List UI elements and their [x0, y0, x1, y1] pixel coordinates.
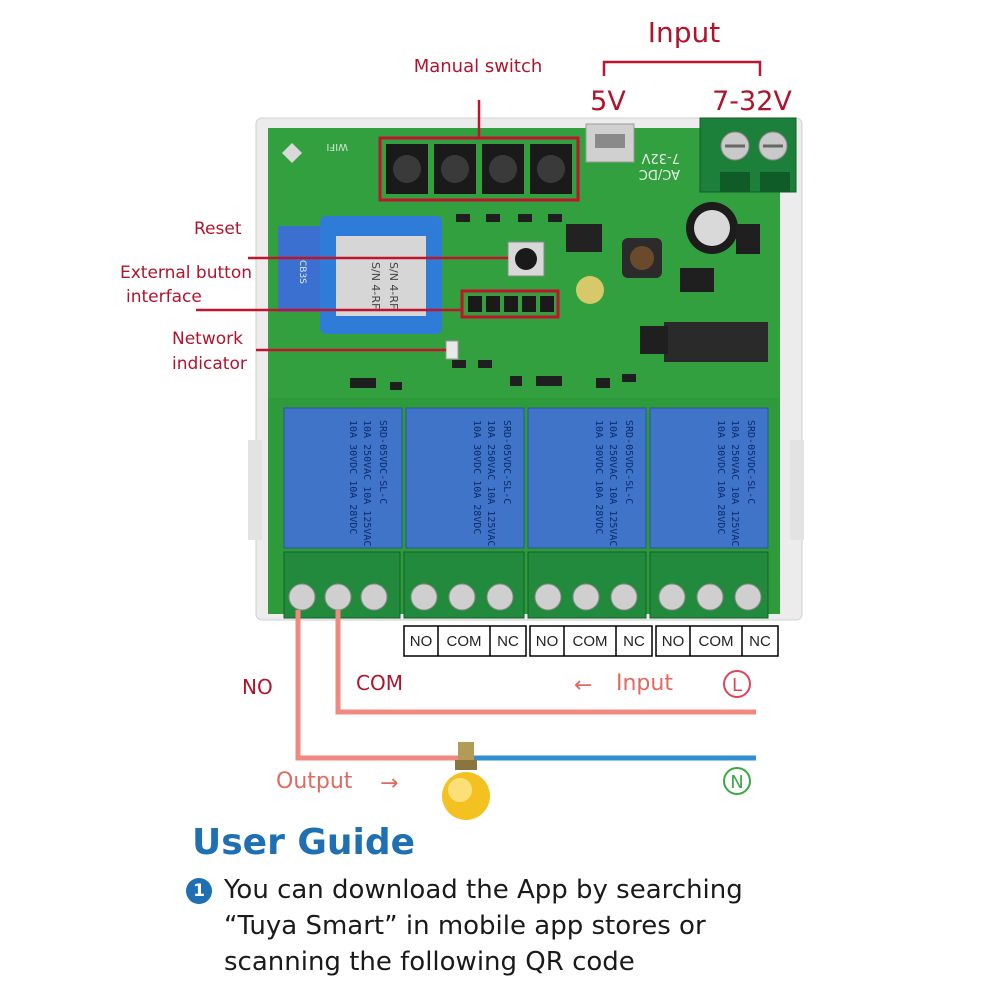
svg-text:10A 30VDC 10A 28VDC: 10A 30VDC 10A 28VDC [471, 420, 482, 534]
manual-switch-label: Manual switch [414, 56, 543, 77]
terminal-nc: NC [623, 633, 645, 650]
step-text: You can download the App by searching “T… [224, 872, 824, 980]
network-label-2: indicator [172, 354, 247, 374]
wiring [295, 610, 756, 761]
terminal-com: COM [573, 633, 608, 650]
terminal-nc: NC [497, 633, 519, 650]
terminal-labels-group-3: NO COM NC [655, 625, 779, 657]
svg-text:10A 250VAC 10A 125VAC: 10A 250VAC 10A 125VAC [485, 420, 496, 546]
mount-diamond [282, 143, 302, 163]
rf-coil [664, 322, 768, 362]
label-7-32v: 7-32V [712, 86, 792, 117]
step-line-1: You can download the App by searching [224, 875, 743, 905]
svg-text:10A 30VDC 10A 28VDC: 10A 30VDC 10A 28VDC [593, 420, 604, 534]
label-5v: 5V [590, 86, 626, 117]
terminal-nc: NC [749, 633, 771, 650]
svg-text:SRD-05VDC-SL-C: SRD-05VDC-SL-C [623, 420, 634, 504]
external-button-header [460, 289, 560, 319]
network-label-1: Network [172, 329, 243, 349]
ic-chip-2 [736, 224, 760, 254]
relay-4: SRD-05VDC-SL-C 10A 250VAC 10A 125VAC 10A… [649, 407, 769, 549]
terminal-com: COM [447, 633, 482, 650]
wifi-text: WIFI [326, 141, 348, 152]
svg-text:SRD-05VDC-SL-C: SRD-05VDC-SL-C [501, 420, 512, 504]
relay-3: SRD-05VDC-SL-C 10A 250VAC 10A 125VAC 10A… [527, 407, 647, 549]
svg-text:10A 30VDC 10A 28VDC: 10A 30VDC 10A 28VDC [347, 420, 358, 534]
input-header-label: Input [648, 16, 721, 49]
step-number-badge: 1 [186, 878, 212, 904]
step-line-3: scanning the following QR code [224, 947, 635, 977]
l-symbol: L [732, 675, 742, 696]
n-symbol-circle [723, 767, 751, 795]
wifi-chip [336, 236, 426, 316]
user-guide-title: User Guide [192, 822, 416, 863]
svg-text:S/N 4-RF: S/N 4-RF [387, 262, 400, 309]
svg-text:10A 250VAC 10A 125VAC: 10A 250VAC 10A 125VAC [729, 420, 740, 546]
ic-chip-1 [680, 268, 714, 292]
svg-text:CB3S: CB3S [297, 260, 307, 284]
svg-text:10A 250VAC 10A 125VAC: 10A 250VAC 10A 125VAC [607, 420, 618, 546]
terminal-labels-group-1: NO COM NC [403, 625, 527, 657]
external-button-label-1: External button [120, 263, 252, 283]
svg-text:SRD-05VDC-SL-C: SRD-05VDC-SL-C [745, 420, 756, 504]
terminal-labels-group-2: NO COM NC [529, 625, 653, 657]
external-button-label-2: interface [126, 287, 202, 307]
enclosure-side-right [790, 440, 804, 540]
svg-text:SRD-05VDC-SL-C: SRD-05VDC-SL-C [377, 420, 388, 504]
voltage-text: 7-32V [641, 150, 680, 165]
acdc-text: AC/DC [639, 166, 680, 181]
network-led [445, 340, 459, 360]
input-arrow: ← [574, 673, 592, 698]
terminal-com: COM [699, 633, 734, 650]
terminal-no: NO [410, 633, 433, 650]
l-symbol-circle [723, 670, 751, 698]
svg-text:S/N 4-RF: S/N 4-RF [369, 262, 382, 309]
regulator [566, 224, 602, 252]
smd-parts [350, 214, 636, 390]
terminal-no: NO [536, 633, 559, 650]
manual-switch-group [378, 136, 580, 202]
enclosure-side-left [248, 440, 262, 540]
header-pins [468, 296, 554, 312]
no-wire [295, 610, 462, 761]
reset-label: Reset [194, 219, 242, 239]
com-wire-label: COM [356, 671, 403, 695]
input-wire-label: Input [616, 671, 673, 696]
output-arrow: → [380, 771, 398, 796]
no-wire-label: NO [242, 675, 273, 699]
terminal-no: NO [662, 633, 685, 650]
round-component [576, 276, 604, 304]
relay-1: SRD-05VDC-SL-C 10A 250VAC 10A 125VAC 10A… [283, 407, 403, 549]
light-bulb-icon [442, 742, 490, 820]
n-symbol: N [730, 772, 743, 793]
com-wire [335, 610, 756, 715]
step-line-2: “Tuya Smart” in mobile app stores or [224, 911, 706, 941]
svg-text:10A 30VDC 10A 28VDC: 10A 30VDC 10A 28VDC [715, 420, 726, 534]
power-terminal [699, 117, 797, 193]
output-wire-label: Output [276, 769, 353, 794]
svg-text:10A 250VAC 10A 125VAC: 10A 250VAC 10A 125VAC [361, 420, 372, 546]
relay-terminals [283, 551, 769, 619]
annotation-lines [196, 60, 762, 352]
relay-2: SRD-05VDC-SL-C 10A 250VAC 10A 125VAC 10A… [405, 407, 525, 549]
